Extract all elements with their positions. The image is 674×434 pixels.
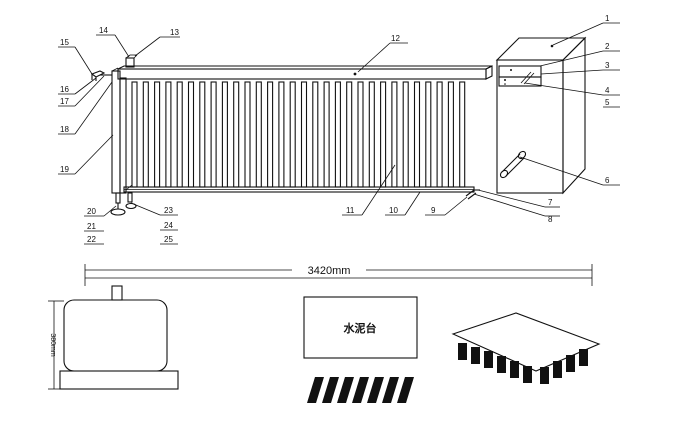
gate-bar	[447, 81, 454, 188]
bottom-rail	[123, 186, 475, 193]
label-2: 2	[605, 42, 610, 51]
gate-bar	[142, 81, 149, 188]
gate-bar	[278, 81, 285, 188]
hatch-stripe	[382, 377, 399, 403]
gate-bar	[199, 81, 206, 188]
tail-end	[465, 189, 480, 200]
label-21: 21	[87, 222, 96, 231]
hatch-stripe	[367, 377, 384, 403]
gate-bar	[312, 81, 319, 188]
control-panel	[498, 65, 542, 87]
gate-bar	[221, 81, 228, 188]
gate-bar	[368, 81, 375, 188]
gate-bar	[187, 81, 195, 188]
hatch-stripe	[397, 377, 414, 403]
label-17: 17	[60, 97, 69, 106]
label-3: 3	[605, 61, 610, 70]
label-23: 23	[164, 206, 173, 215]
foundation-block	[497, 356, 506, 373]
foundation-plate	[451, 312, 601, 384]
label-20: 20	[87, 207, 96, 216]
foundation-block	[458, 343, 467, 360]
label-24: 24	[164, 221, 173, 230]
hinge-bracket	[90, 70, 112, 81]
label-18: 18	[60, 125, 69, 134]
gate-bar	[391, 81, 398, 188]
gate-bar	[289, 81, 296, 188]
label-19: 19	[60, 165, 69, 174]
gate-bar	[323, 81, 330, 188]
gate-bar	[131, 81, 138, 188]
label-13: 13	[170, 28, 179, 37]
label-8: 8	[548, 215, 553, 224]
label-14: 14	[99, 26, 108, 35]
foundation-block	[579, 349, 588, 366]
hatch-stripe	[307, 377, 324, 403]
gate-bar	[154, 81, 161, 188]
label-4: 4	[605, 86, 610, 95]
gate-bar	[210, 81, 217, 188]
top-rail	[117, 65, 493, 80]
label-7: 7	[548, 198, 553, 207]
label-1: 1	[605, 14, 610, 23]
label-6: 6	[605, 176, 610, 185]
foundation-block	[523, 366, 532, 383]
label-22: 22	[87, 235, 96, 244]
gate-bar	[402, 81, 409, 188]
hatch-stripe	[337, 377, 354, 403]
label-12: 12	[391, 34, 400, 43]
foundation-block	[484, 351, 493, 368]
gate-bar	[357, 81, 364, 188]
foundation-block	[566, 355, 575, 372]
part-labels: 1 2 3 4 5 6 7 8 9 10 11 12 13 14 15 16 1…	[60, 14, 610, 244]
left-post	[111, 67, 127, 194]
length-label: 3420mm	[308, 265, 351, 277]
control-box	[495, 36, 587, 195]
gate-bar	[459, 81, 466, 188]
gate-bar	[346, 81, 353, 188]
foundation-block	[471, 347, 480, 364]
gate-bar	[436, 81, 443, 188]
foot-wheels	[110, 184, 137, 216]
label-25: 25	[164, 235, 173, 244]
hatch-stripe	[352, 377, 369, 403]
gate-bar	[267, 81, 274, 188]
side-view: 380mm	[48, 285, 179, 390]
height-label: 380mm	[49, 333, 56, 357]
gate-bar	[165, 81, 172, 188]
gate-bar	[176, 81, 183, 188]
top-bracket	[125, 54, 138, 68]
gate-bar	[334, 81, 341, 188]
label-9: 9	[431, 206, 436, 215]
gate-bar	[413, 81, 421, 188]
cement-pad: 水泥台	[303, 296, 418, 359]
gate-assembly	[90, 54, 493, 216]
foundation-blocks	[458, 343, 588, 384]
label-16: 16	[60, 85, 69, 94]
gate-bar	[244, 81, 251, 188]
foundation-block	[553, 361, 562, 378]
gate-bar	[233, 81, 240, 188]
label-11: 11	[346, 206, 355, 215]
gate-bar	[255, 81, 262, 188]
gate-bar	[300, 81, 308, 188]
label-5: 5	[605, 98, 610, 107]
length-dimension: 3420mm	[84, 264, 593, 286]
leader-lines	[58, 22, 620, 245]
foundation-block	[540, 367, 549, 384]
cement-pad-label: 水泥台	[344, 321, 377, 335]
label-10: 10	[389, 206, 398, 215]
foundation-block	[510, 361, 519, 378]
label-15: 15	[60, 38, 69, 47]
gate-bar	[425, 81, 432, 188]
gate-bar	[380, 81, 387, 188]
hatch-stripes	[307, 377, 414, 403]
hatch-stripe	[322, 377, 339, 403]
motor-cylinder	[499, 150, 527, 179]
vertical-bars	[131, 81, 466, 188]
